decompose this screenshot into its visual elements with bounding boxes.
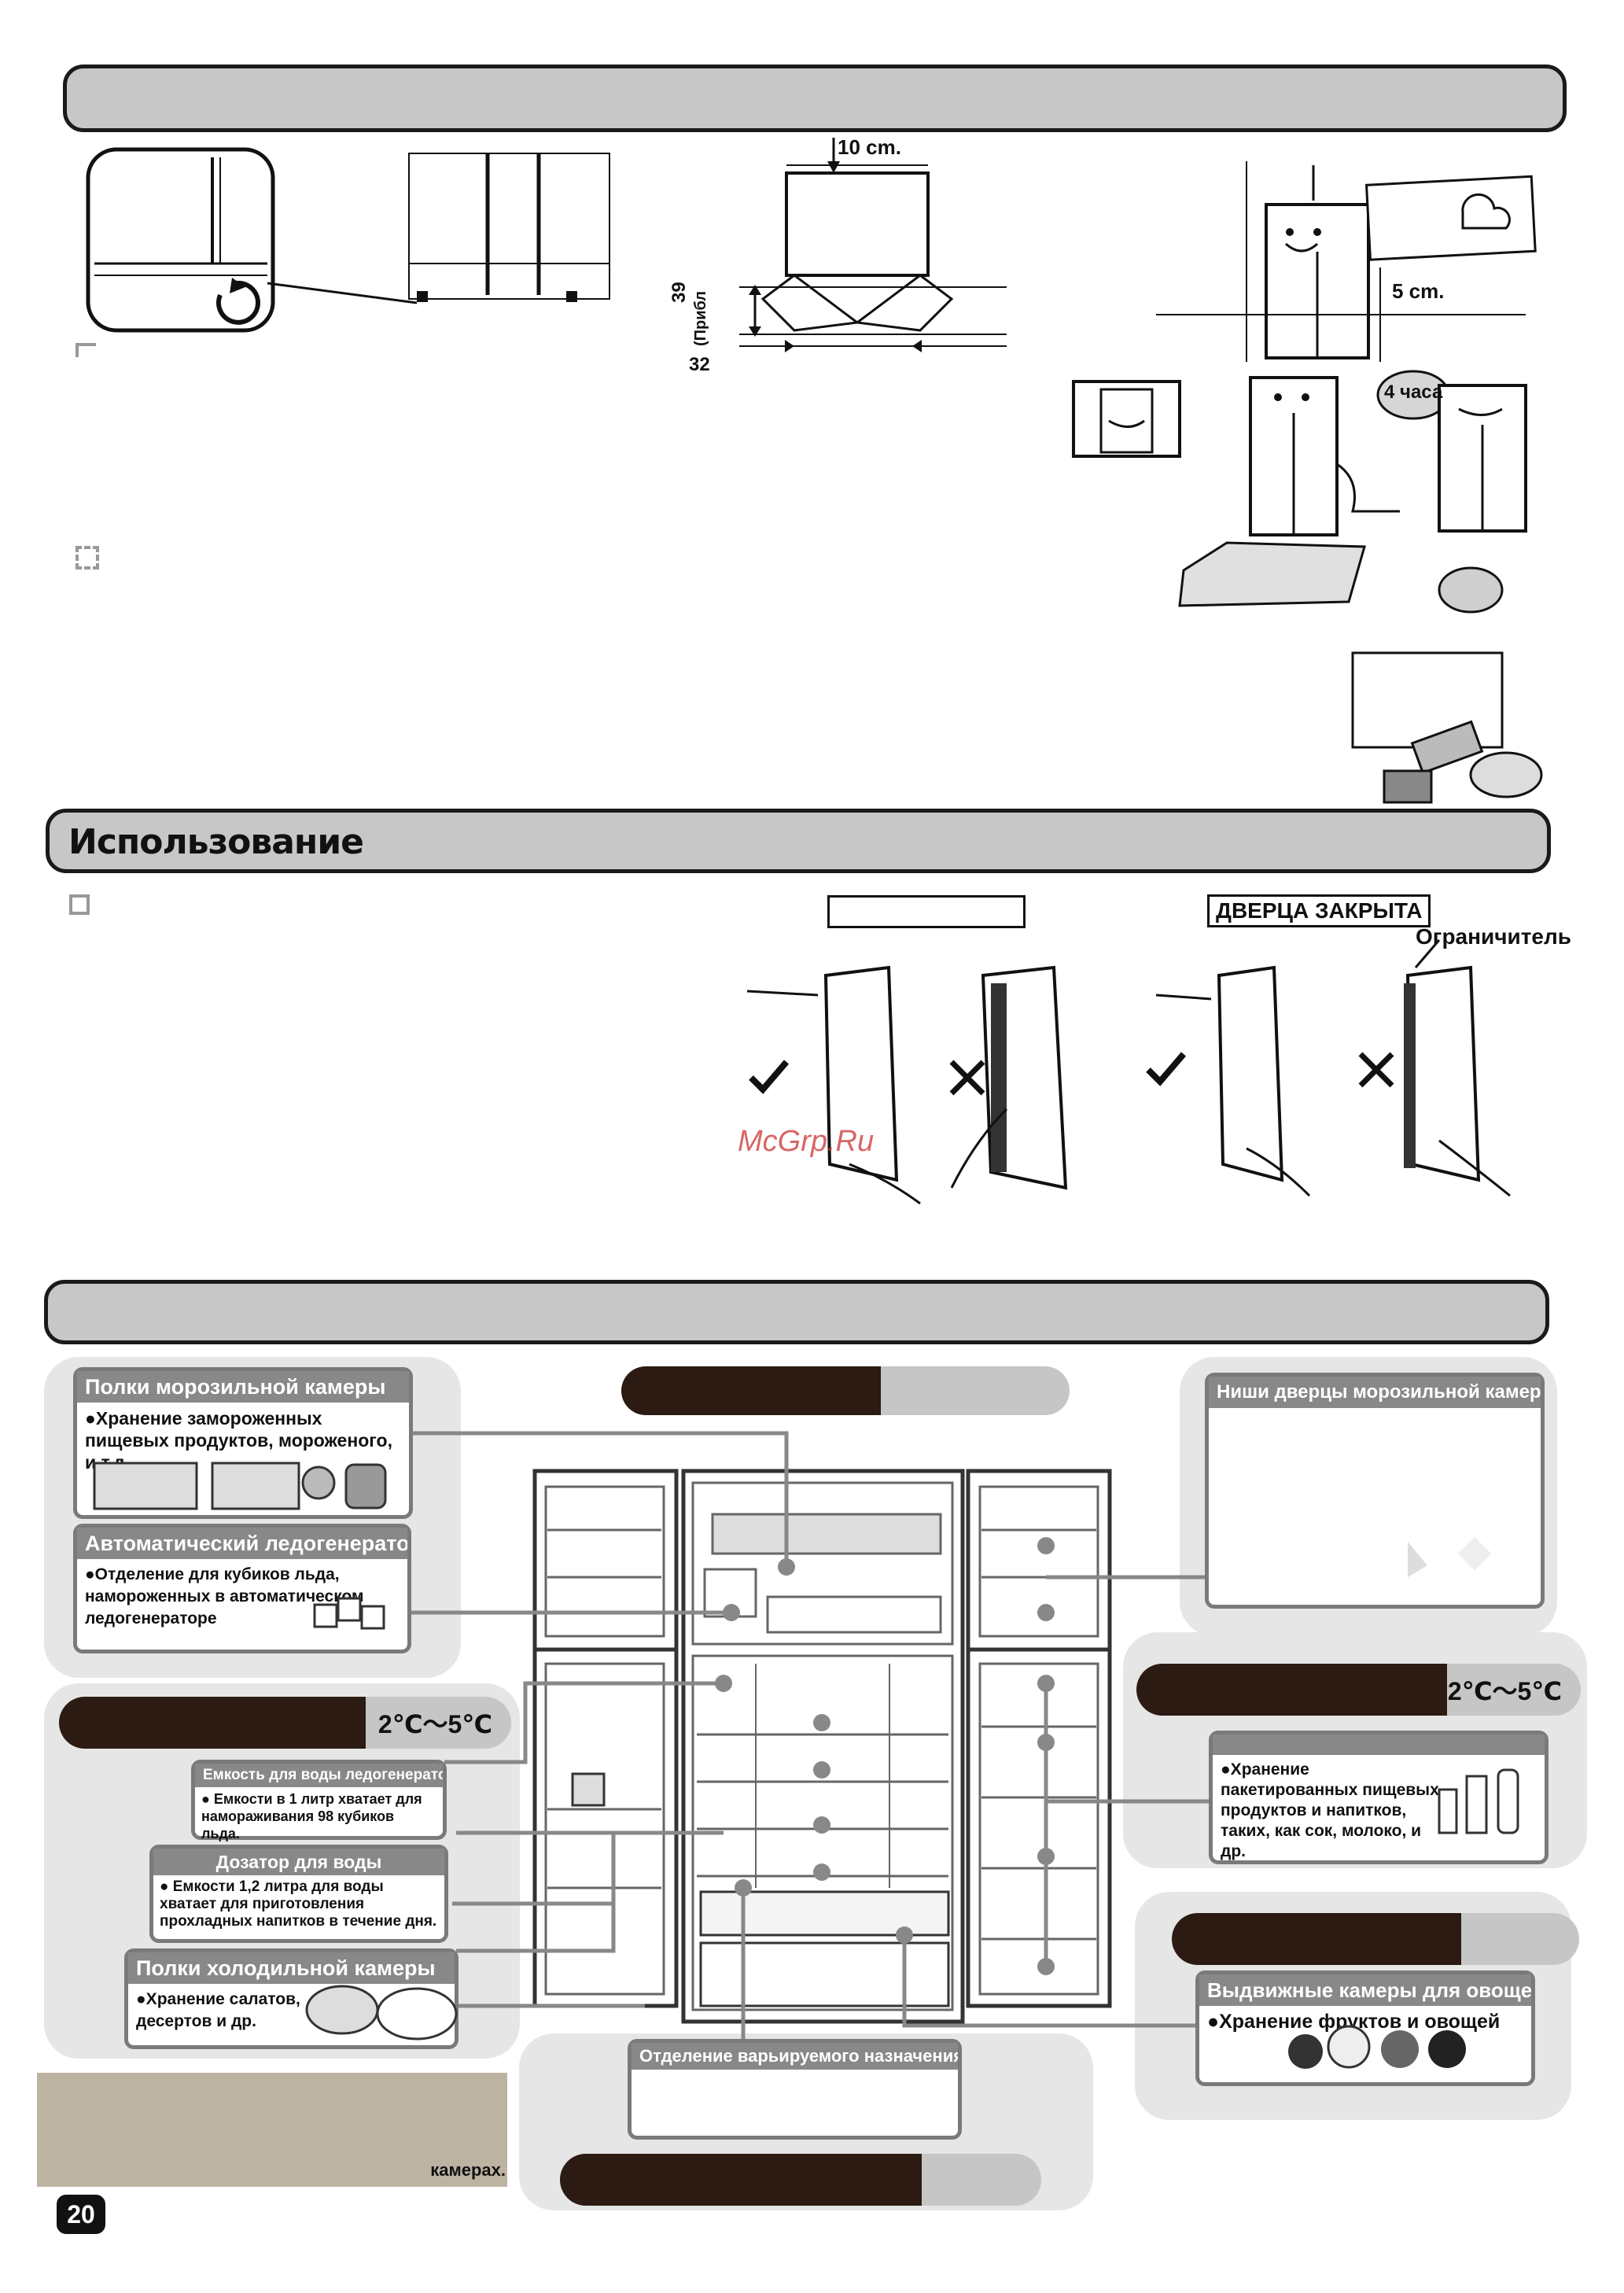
label-water-dispenser-title: Дозатор для воды [153, 1849, 444, 1875]
label-freezer-door-niches: Ниши дверцы морозильной камеры [1205, 1373, 1545, 1609]
note-tail-text: камерах. [430, 2160, 506, 2180]
label-water-tank-text: ● Емкости в 1 литр хватает для наморажив… [201, 1791, 422, 1841]
fridge-temp-left: 2℃～5℃ [366, 1697, 511, 1749]
leveling-foot-illustration [86, 147, 610, 333]
pill-vegetables [1172, 1913, 1579, 1965]
checkbox-icon [69, 894, 90, 915]
label-ice-maker: Автоматический ледогенератор ●Отделение … [73, 1524, 411, 1653]
label-freezer-door-niches-title: Ниши дверцы морозильной камеры [1209, 1377, 1541, 1408]
dim-gap-label: 5 cm. [1392, 279, 1445, 303]
dim-top-label: 10 cm. [838, 135, 901, 159]
installation-cartoons [1072, 161, 1543, 804]
label-ice-maker-text: ●Отделение для кубиков льда, наморoженны… [85, 1565, 364, 1628]
label-variable-compartment: Отделение варьируемого назначения [628, 2039, 962, 2140]
fridge-temp-right: 2℃～5℃ [1447, 1664, 1581, 1716]
section-header-layout [44, 1280, 1549, 1344]
limiter-label: Ограничитель [1416, 924, 1571, 949]
dim-bottom-label: 32 [689, 354, 710, 375]
label-water-dispenser: Дозатор для воды ● Емкости 1,2 литра для… [149, 1845, 448, 1943]
label-fridge-shelves-text: ●Хранение салатов, десертов и др. [136, 1990, 300, 2030]
section-header-installation [63, 65, 1567, 132]
fridge-interior-diagram [532, 1469, 1112, 2024]
bullet-icon [75, 546, 99, 570]
pill-variable [560, 2154, 1041, 2206]
usage-title: Использование [68, 822, 364, 862]
label-vegetable-drawers-title: Выдвижные камеры для овощей [1199, 1974, 1531, 2006]
door-open-label-box [827, 895, 1026, 928]
watermark: McGrp.Ru [738, 1125, 875, 1158]
bullet-icon [75, 343, 96, 357]
label-water-tank: Емкость для воды ледогенератора ● Емкост… [191, 1760, 447, 1841]
timer-label: 4 часа [1384, 382, 1443, 403]
label-water-dispenser-text: ● Емкости 1,2 литра для воды хватает для… [160, 1878, 437, 1930]
label-freezer-shelves-text: ●Хранение замороженных пищевых продуктов… [85, 1408, 392, 1473]
label-freezer-shelves-title: Полки морозильной камеры [77, 1371, 409, 1403]
label-variable-compartment-title: Отделение варьируемого назначения [632, 2043, 958, 2070]
door-closed-label: ДВЕРЦА ЗАКРЫТА [1207, 894, 1431, 927]
page-number: 20 [57, 2195, 105, 2234]
label-fridge-shelves: Полки холодильной камеры ●Хранение салат… [124, 1948, 458, 2049]
clearance-top-view-diagram [739, 138, 1007, 352]
pill-freezer [621, 1366, 1070, 1415]
note-block: камерах. [37, 2073, 507, 2187]
label-water-tank-title: Емкость для воды ледогенератора [195, 1764, 443, 1787]
label-packaged-food-text: ●Хранение пакетированных пищевых продукт… [1221, 1760, 1439, 1860]
section-header-usage: Использование [46, 809, 1551, 873]
label-ice-maker-title: Автоматический ледогенератор [77, 1528, 407, 1559]
door-handling-illustrations [746, 939, 1511, 1205]
label-fridge-shelves-title: Полки холодильной камеры [128, 1952, 455, 1984]
pill-fridge-left: 2℃～5℃ [59, 1697, 511, 1749]
label-packaged-food: ●Хранение пакетированных пищевых продукт… [1209, 1731, 1549, 1864]
pill-fridge-right: 2℃～5℃ [1136, 1664, 1581, 1716]
